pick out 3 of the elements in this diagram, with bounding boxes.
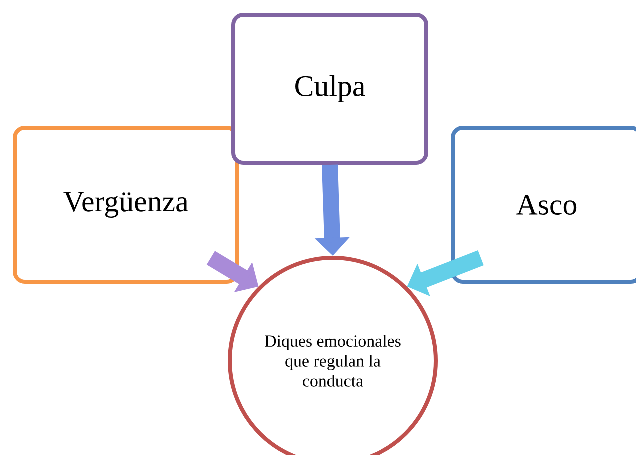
text-box: Asco <box>451 126 636 284</box>
text-box: Culpa <box>232 13 428 165</box>
text-box: Vergüenza <box>13 126 239 284</box>
